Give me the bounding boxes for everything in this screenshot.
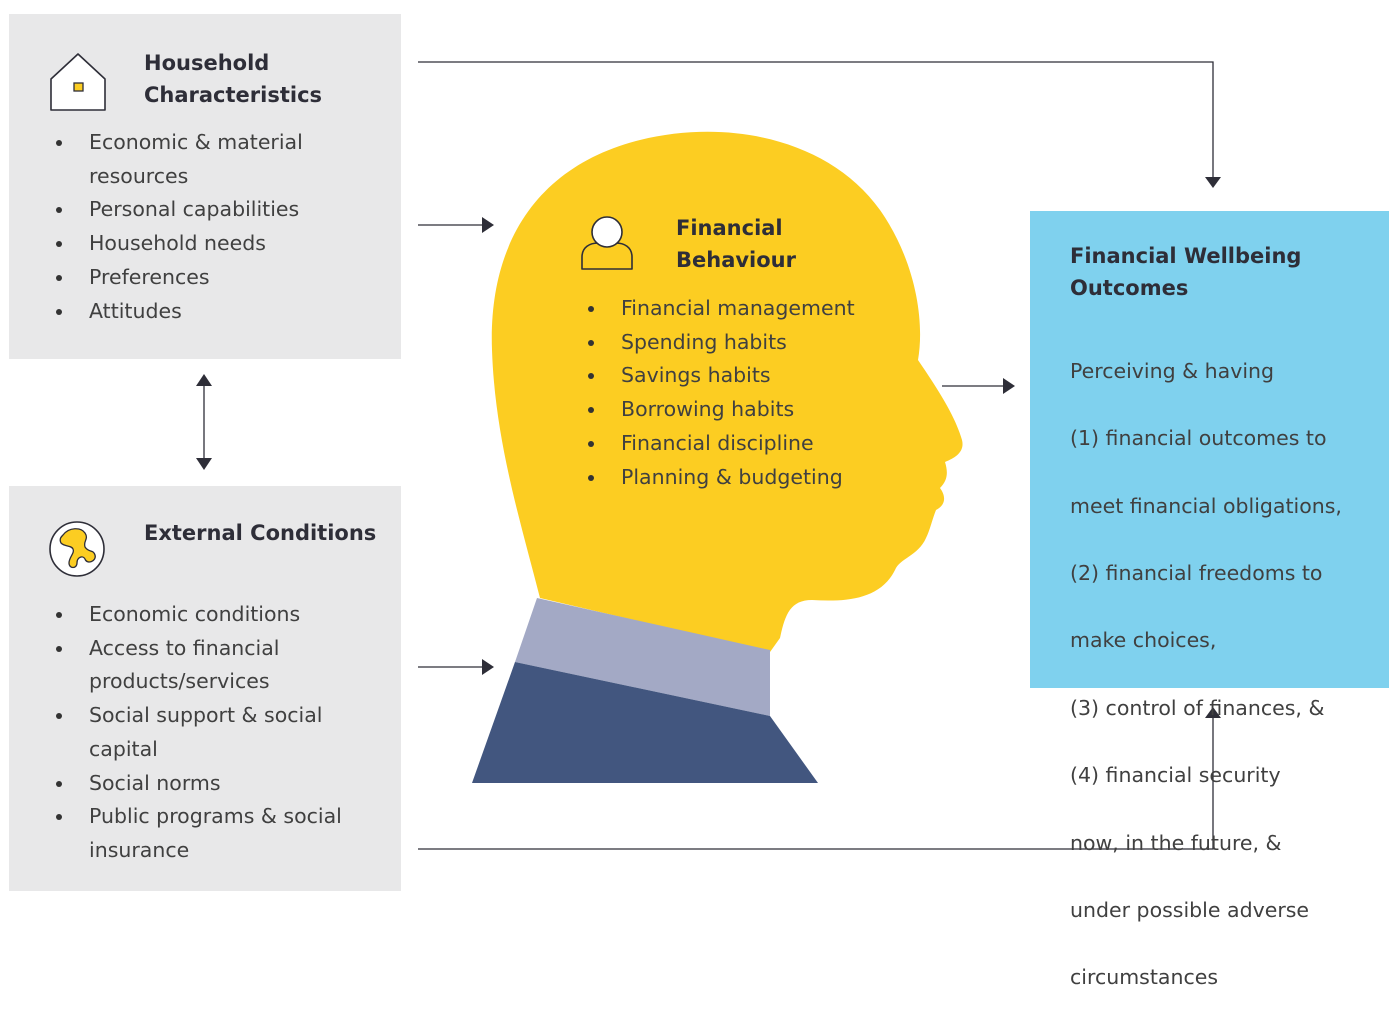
household-characteristics-box: Household Characteristics Economic & mat…: [9, 14, 401, 359]
external-conditions-box: External Conditions Economic conditions …: [9, 486, 401, 891]
household-list: Economic & material resources Personal c…: [56, 126, 369, 329]
outcome-line: under possible adverse: [1070, 897, 1310, 922]
list-item: Financial discipline: [588, 427, 881, 461]
outcome-line: make choices,: [1070, 628, 1217, 653]
list-item: Economic & material resources: [56, 126, 369, 193]
bottom-connector-line: [418, 716, 1214, 850]
arrowhead-up-bidirectional: [196, 374, 212, 386]
list-item: Personal capabilities: [56, 193, 369, 227]
list-item: Borrowing habits: [588, 393, 881, 427]
outcomes-title: Financial Wellbeing Outcomes: [1070, 244, 1302, 300]
behaviour-title: Financial Behaviour: [676, 216, 796, 272]
house-icon: [50, 53, 106, 111]
outcome-line: meet financial obligations,: [1070, 493, 1342, 518]
list-item: Financial management: [588, 292, 881, 326]
arrowhead-down-outcomes: [1205, 177, 1221, 188]
outcome-line: circumstances: [1070, 965, 1219, 990]
list-item: Social norms: [56, 767, 369, 801]
arrowhead-down-bidirectional: [196, 458, 212, 470]
wellbeing-outcomes-box: Financial Wellbeing Outcomes Perceiving …: [1030, 211, 1389, 989]
list-item: Preferences: [56, 261, 369, 295]
arrowhead-right-outcomes: [1003, 378, 1015, 394]
list-item: Household needs: [56, 227, 369, 261]
list-item: Access to financial products/services: [56, 632, 369, 699]
list-item: Planning & budgeting: [588, 461, 881, 495]
behaviour-list: Financial management Spending habits Sav…: [588, 292, 881, 495]
external-title: External Conditions: [144, 521, 377, 545]
list-item: Social support & social capital: [56, 699, 369, 766]
list-item: Savings habits: [588, 359, 881, 393]
household-title: Household Characteristics: [144, 51, 323, 107]
arrowhead-right-external: [482, 659, 494, 675]
connector-arrows: [196, 61, 1221, 850]
list-item: Economic conditions: [56, 598, 369, 632]
arrowhead-up-outcomes: [1205, 707, 1221, 718]
collar-shape: [515, 598, 770, 716]
person-icon: [581, 216, 633, 270]
arrowhead-right-household: [482, 217, 494, 233]
outcome-line: (1) financial outcomes to: [1070, 426, 1327, 451]
list-item: Public programs & social insurance: [56, 800, 369, 867]
top-connector-line: [418, 61, 1214, 178]
external-list: Economic conditions Access to financial …: [56, 598, 369, 868]
outcome-line: (4) financial security: [1070, 763, 1281, 788]
outcome-line: now, in the future, &: [1070, 830, 1282, 855]
list-item: Spending habits: [588, 326, 881, 360]
list-item: Attitudes: [56, 295, 369, 329]
globe-icon: [49, 521, 105, 577]
outcome-line: (3) control of finances, &: [1070, 695, 1325, 720]
outcome-line: (2) financial freedoms to: [1070, 560, 1323, 585]
outcome-line: Perceiving & having: [1070, 358, 1275, 383]
shirt-shape: [472, 662, 818, 783]
outcomes-description: Perceiving & having (1) financial outcom…: [1070, 321, 1380, 1029]
